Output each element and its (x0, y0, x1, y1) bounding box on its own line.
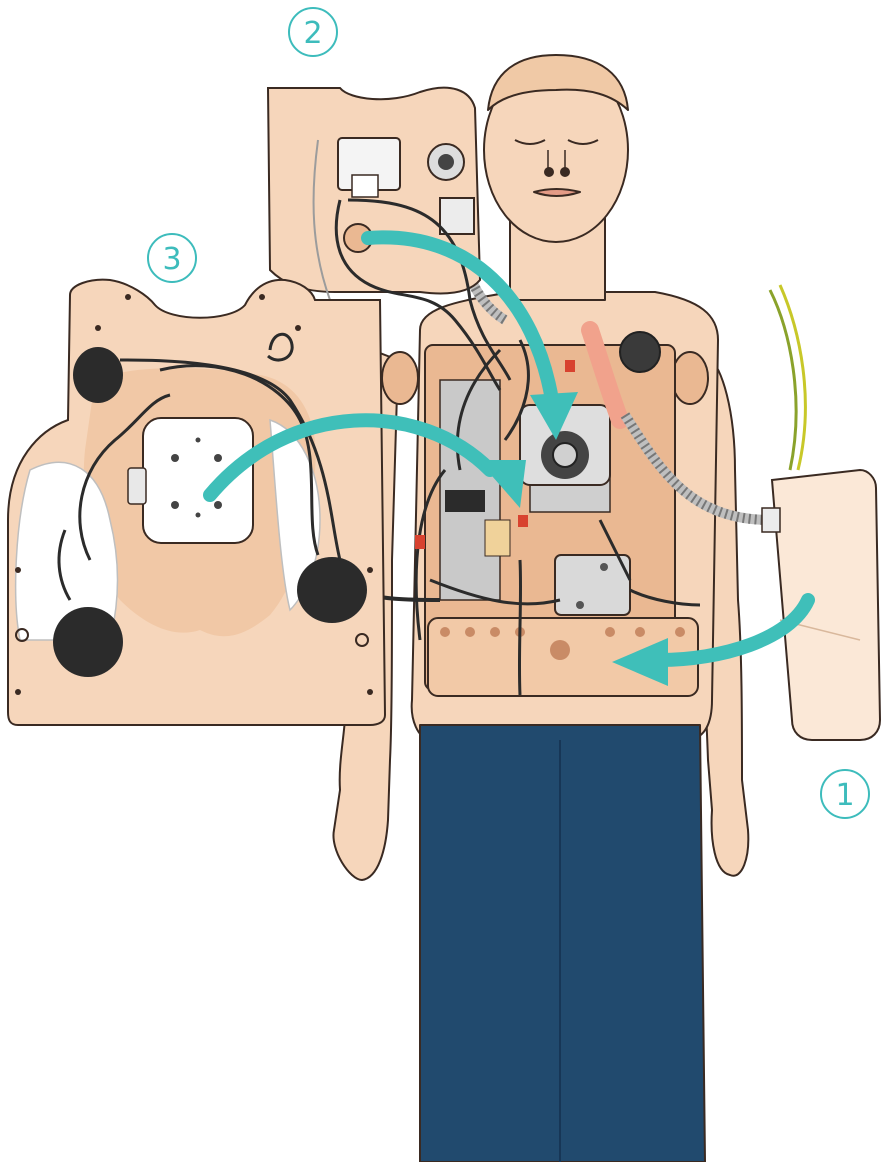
valve-block (440, 198, 474, 234)
compression-plate (143, 418, 253, 543)
step-number-1: 1 (835, 778, 854, 813)
speaker (620, 332, 660, 372)
right-shoulder-pad (672, 352, 708, 404)
left-electrode (53, 607, 123, 677)
step-number-2: 2 (303, 16, 322, 51)
step-callout-1: 1 (821, 770, 869, 818)
pants (420, 725, 705, 1162)
right-electrode (297, 557, 367, 623)
panel-3-chest-skin (8, 280, 385, 725)
step-number-3: 3 (162, 242, 181, 277)
lung-valve-inner (553, 443, 577, 467)
left-upper-pad (73, 347, 123, 403)
left-shoulder-pad (382, 352, 418, 404)
right-nostril (561, 168, 569, 176)
control-box (555, 555, 630, 615)
step-callout-3: 3 (148, 234, 196, 282)
panel-1-bp-cuff (762, 285, 880, 740)
step-callout-2: 2 (289, 8, 337, 56)
left-nostril (545, 168, 553, 176)
mouth (534, 189, 580, 196)
